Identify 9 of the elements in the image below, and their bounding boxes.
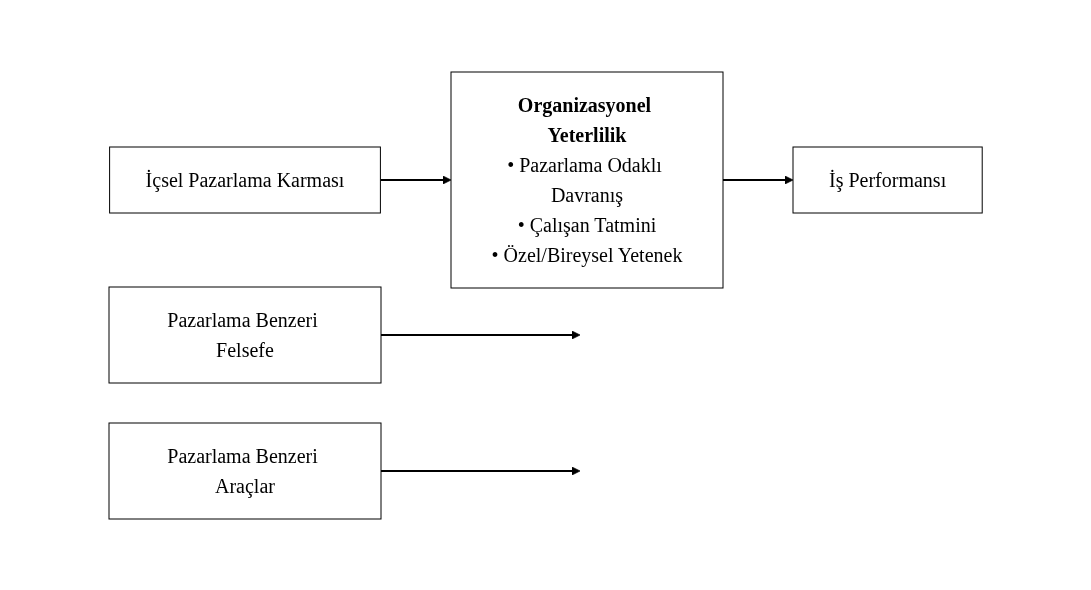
node-box: İçsel Pazarlama Karması (109, 146, 381, 213)
arrow (721, 175, 794, 184)
node-box: İş Performansı (792, 146, 983, 213)
arrow (379, 466, 581, 475)
node-box: Pazarlama Benzeri Felsefe (108, 286, 382, 383)
node-box: Organizasyonel Yeterlilik • Pazarlama Odaklı Davranış • Çalışan Tatmini • Özel/Bireysel Yetenek (450, 71, 724, 288)
arrow (379, 175, 452, 184)
node-box: Pazarlama Benzeri Araçlar (108, 422, 382, 519)
arrow (379, 330, 581, 339)
